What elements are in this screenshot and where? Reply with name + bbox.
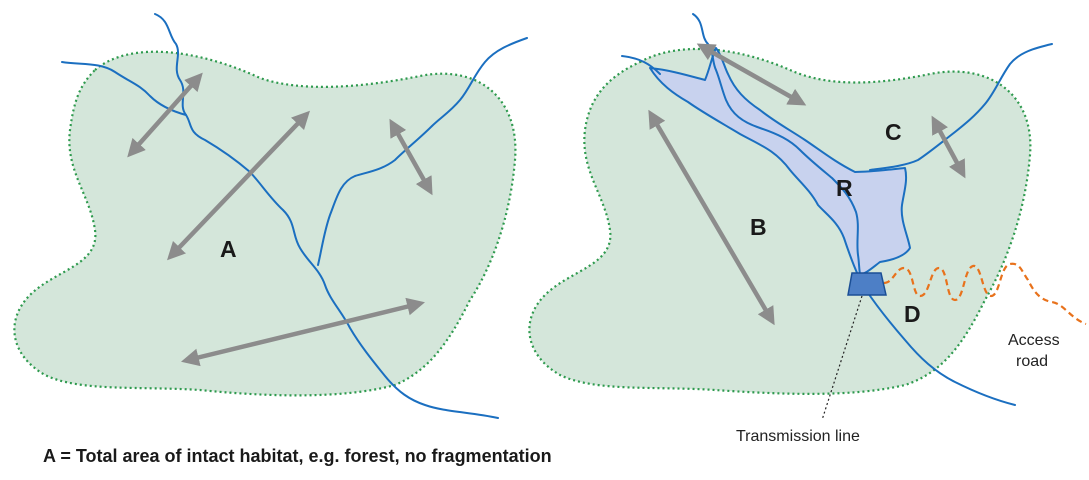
river-right-northeast-tributary: [869, 43, 1053, 171]
intact-habitat-area: [13, 50, 517, 397]
label-c: C: [885, 119, 902, 145]
label-b: B: [750, 214, 767, 240]
label-transmission-line: Transmission line: [736, 428, 860, 445]
movement-arrow-left-long: [648, 109, 775, 326]
movement-arrow-upper-left: [127, 72, 203, 158]
transmission-line-leader: [821, 295, 863, 421]
access-road: [883, 262, 1087, 326]
label-access-road-line2: road: [1016, 353, 1048, 370]
label-a: A: [220, 236, 237, 262]
river-right-west-tributary: [621, 55, 661, 75]
right-panel-fragmented: B C R D Access road Transmission line: [528, 13, 1087, 445]
movement-arrow-c: [931, 115, 966, 179]
label-d: D: [904, 301, 921, 327]
movement-arrow-bottom: [181, 297, 425, 367]
label-r: R: [836, 175, 853, 201]
label-access-road-line1: Access: [1008, 332, 1060, 349]
movement-arrow-top: [696, 43, 807, 106]
diagram-caption: A = Total area of intact habitat, e.g. f…: [43, 446, 552, 466]
movement-arrow-center: [167, 110, 310, 261]
movement-arrow-right: [389, 118, 433, 196]
fragmented-habitat-area: [528, 47, 1032, 395]
dam-structure: [847, 272, 887, 296]
left-panel-intact: A: [13, 13, 528, 419]
